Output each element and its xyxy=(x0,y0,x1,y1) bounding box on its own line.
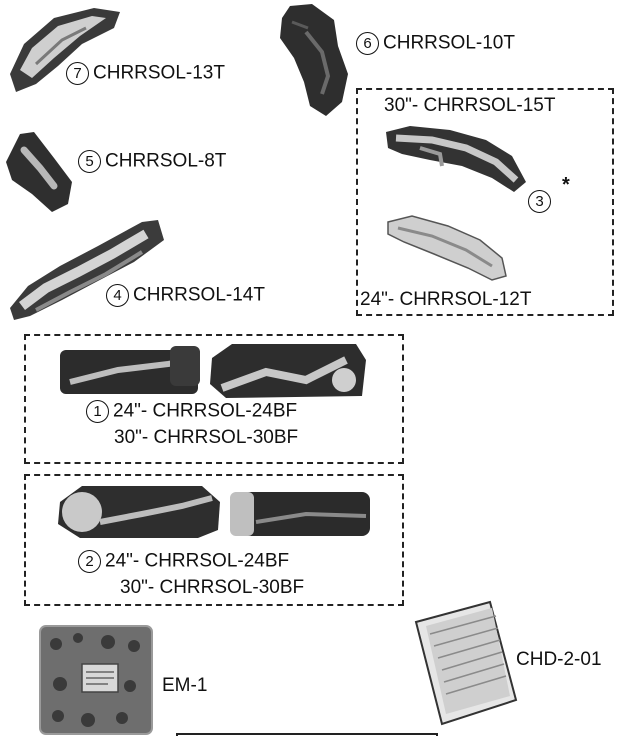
callout-2: 2 xyxy=(78,550,101,573)
callout-6: 6 xyxy=(356,32,379,55)
part-3-label-bottom: 24"- CHRRSOL-12T xyxy=(360,290,531,309)
log-5-image xyxy=(2,128,76,214)
callout-1: 1 xyxy=(86,400,109,423)
em-1-label: EM-1 xyxy=(162,676,207,695)
callout-3: 3 xyxy=(528,190,551,213)
callout-5: 5 xyxy=(78,150,101,173)
log-1b-image xyxy=(206,340,370,402)
log-1a-image xyxy=(58,342,204,400)
log-15t-image xyxy=(380,118,530,196)
log-2b-image xyxy=(226,486,374,542)
part-3-callout: 3 xyxy=(528,190,555,213)
part-3-label-top: 30"- CHRRSOL-15T xyxy=(384,96,555,115)
asterisk-mark: * xyxy=(562,174,570,197)
part-2-label-line2: 30"- CHRRSOL-30BF xyxy=(120,578,304,597)
log-6-image xyxy=(272,2,356,120)
callout-7: 7 xyxy=(66,62,89,85)
log-12t-image xyxy=(382,212,512,282)
part-1-label-line2: 30"- CHRRSOL-30BF xyxy=(114,428,298,447)
chd-2-01-label: CHD-2-01 xyxy=(516,650,602,669)
em-1-bag-image xyxy=(38,624,154,736)
log-2a-image xyxy=(52,480,224,542)
callout-4: 4 xyxy=(106,284,129,307)
chd-2-01-image xyxy=(412,600,518,728)
